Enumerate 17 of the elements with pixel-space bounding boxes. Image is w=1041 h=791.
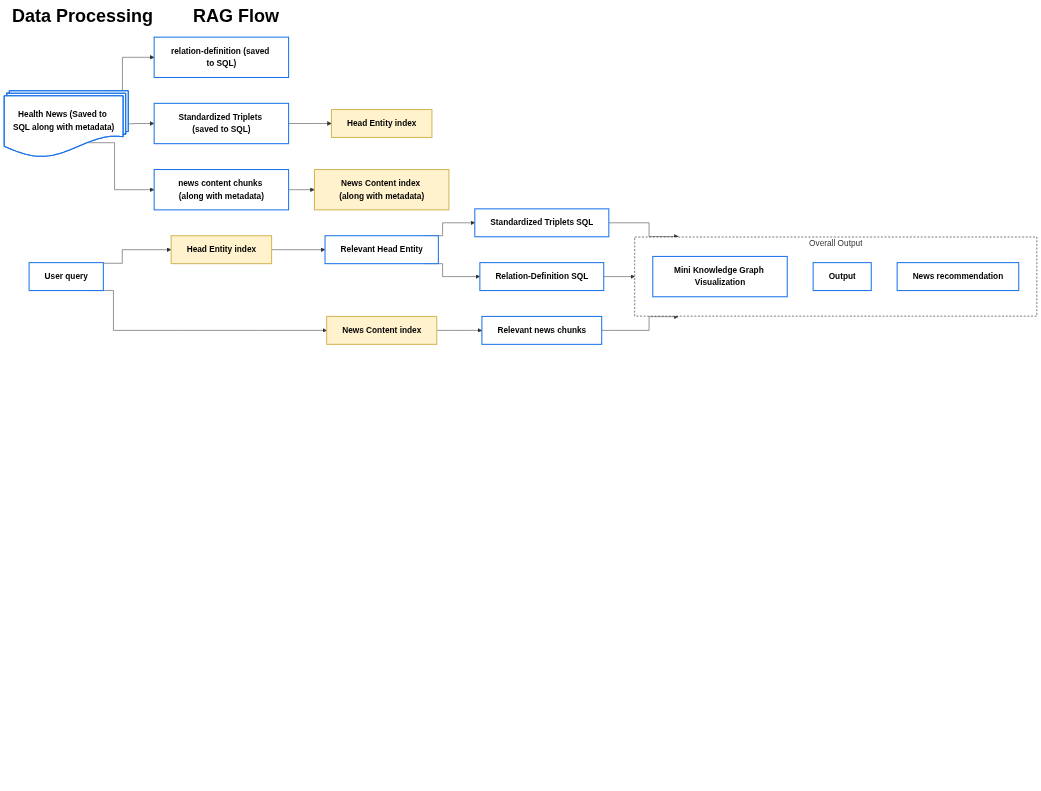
node-box: relation-definition (saved to SQL): [153, 36, 290, 78]
node-box: Standardized Triplets (saved to SQL): [153, 102, 290, 145]
node-box: News Content index (along with metadata): [313, 169, 450, 211]
node-box: News recommendation: [896, 262, 1020, 292]
node-box: Standardized Triplets SQL: [474, 208, 610, 238]
section-heading: Data Processing: [12, 6, 154, 27]
node-box: Output: [812, 262, 872, 292]
section-heading: RAG Flow: [193, 6, 280, 27]
node-box: News Content index: [326, 315, 438, 345]
node-box: Mini Knowledge Graph Visualization: [652, 255, 788, 298]
node-box: Relation-Definition SQL: [479, 262, 605, 292]
node-box: Relevant Head Entity: [324, 235, 439, 265]
node-box: news content chunks (along with metadata): [153, 169, 290, 211]
node-box: Relevant news chunks: [481, 315, 603, 345]
node-box: User query: [28, 262, 104, 292]
node-box: Head Entity index: [330, 109, 433, 138]
node-box: Head Entity index: [170, 235, 273, 265]
